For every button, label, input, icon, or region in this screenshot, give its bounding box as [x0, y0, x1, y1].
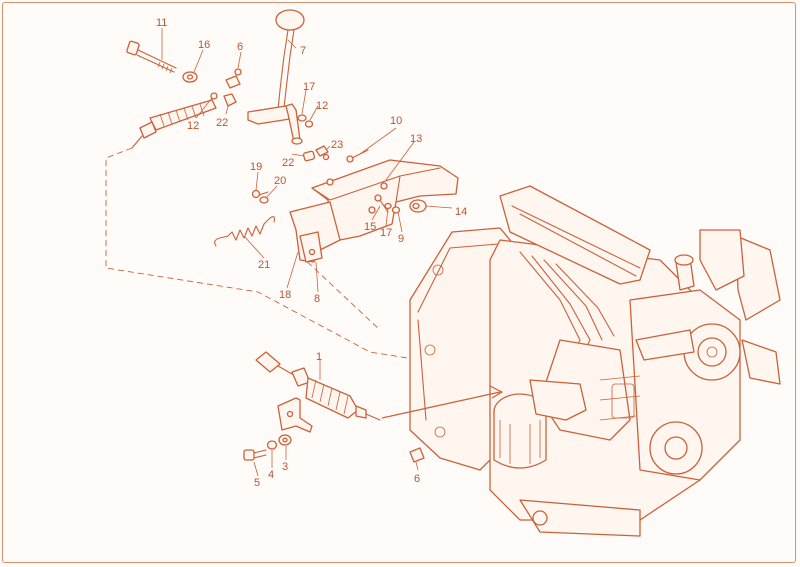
nut-22b [302, 150, 316, 162]
callout-12: 12 [316, 100, 328, 112]
callout-8: 8 [314, 293, 320, 305]
engine-assembly [409, 185, 781, 537]
callout-22: 22 [282, 157, 294, 169]
callout-20: 20 [274, 175, 286, 187]
callout-18: 18 [279, 289, 291, 301]
screw-15 [374, 194, 389, 213]
callout-14: 14 [455, 206, 467, 218]
nut-9 [391, 206, 401, 214]
bracket-2 [277, 397, 313, 433]
washer-20 [259, 196, 269, 204]
callout-17: 17 [380, 227, 392, 239]
callout-9: 9 [398, 233, 404, 245]
plate-18 [289, 201, 341, 263]
callouts: 11 16 6 7 17 12 12 22 22 23 10 13 14 19 … [156, 17, 467, 489]
bolt-6b [409, 447, 425, 463]
screw-10 [346, 149, 369, 163]
callout-21: 21 [258, 259, 270, 271]
nut-12a [304, 120, 314, 128]
washer-17b [384, 202, 392, 210]
bracket-13 [311, 159, 459, 241]
callout-19: 19 [250, 161, 262, 173]
callout-5: 5 [254, 477, 260, 489]
callout-23: 23 [331, 139, 343, 151]
callout-12: 12 [187, 120, 199, 132]
callout-7: 7 [300, 45, 306, 57]
callout-15: 15 [364, 221, 376, 233]
bushing-6 [225, 68, 242, 89]
washer-16 [182, 71, 198, 83]
throttle-cable-1 [255, 351, 381, 421]
bolt-11 [126, 40, 177, 74]
callout-16: 16 [198, 39, 210, 51]
washer-17a [297, 114, 307, 122]
callout-17: 17 [303, 81, 315, 93]
washer-3 [278, 434, 292, 446]
callout-6: 6 [414, 473, 420, 485]
assembly-arrow [381, 385, 504, 419]
callout-3: 3 [282, 461, 288, 473]
callout-13: 13 [410, 133, 422, 145]
callout-10: 10 [390, 115, 402, 127]
pin-23 [315, 145, 330, 161]
nut-22 [223, 93, 237, 107]
callout-22: 22 [216, 117, 228, 129]
throttle-lever-7 [247, 9, 305, 145]
leader-lines [161, 28, 453, 477]
callout-1: 1 [316, 351, 322, 363]
bolt-5 [243, 449, 267, 461]
throttle-cable-end-upper [131, 92, 218, 149]
callout-4: 4 [268, 469, 274, 481]
bolt-19 [251, 189, 269, 199]
spring-21 [214, 216, 276, 247]
grommet-14 [409, 199, 427, 213]
callout-6: 6 [237, 41, 243, 53]
washer-4 [266, 440, 278, 450]
callout-11: 11 [156, 17, 167, 29]
